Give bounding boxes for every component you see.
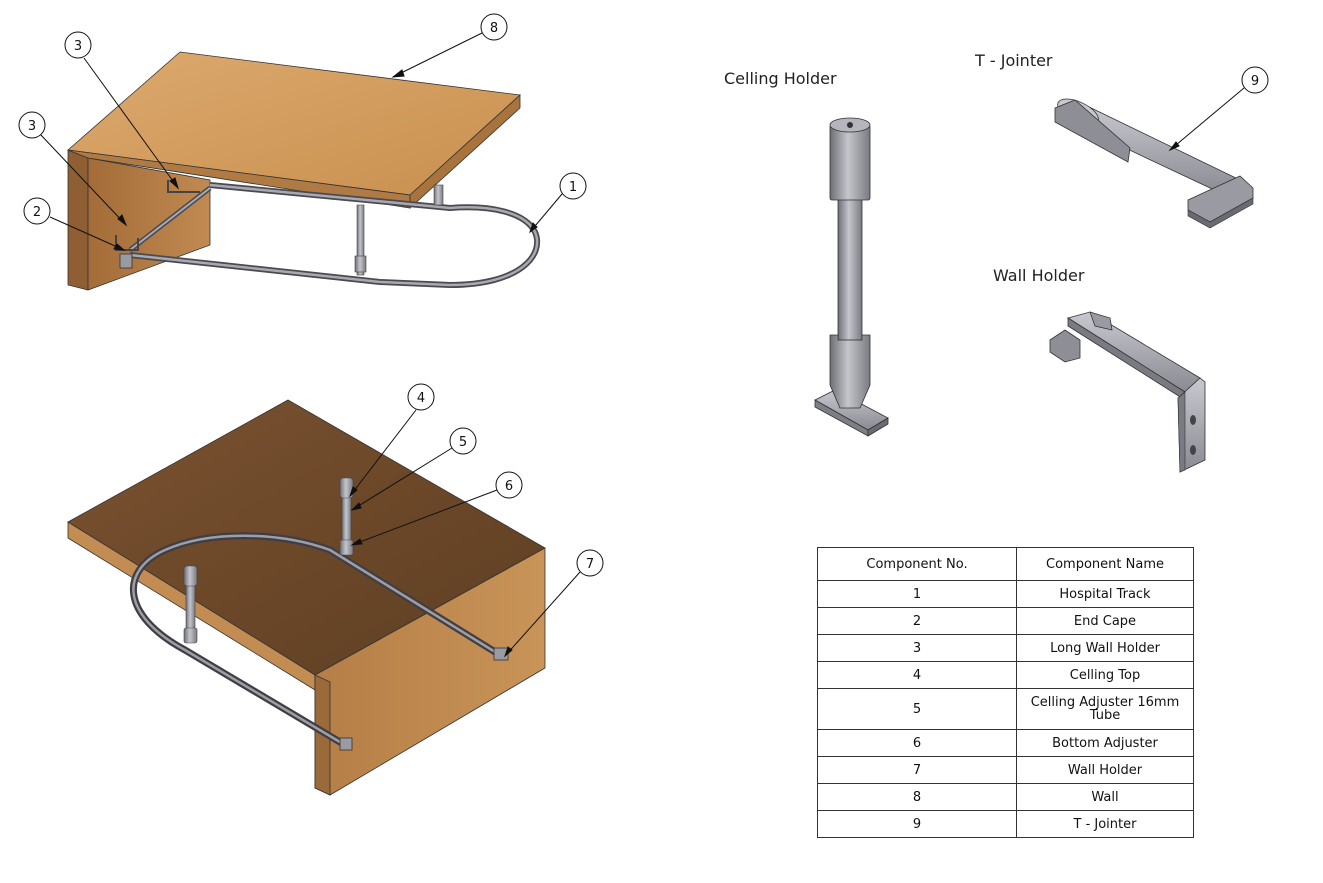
wall-panel [67, 149, 89, 291]
ceiling-holder-lower-sleeve [829, 334, 871, 409]
t-jointer-block-left [1054, 99, 1131, 163]
bom-header-number: Component No. [817, 547, 1017, 581]
bom-cell-name: End Cape [1016, 607, 1194, 635]
bom-cell-name: T - Jointer [1016, 810, 1194, 838]
bom-cell-number: 5 [817, 688, 1017, 730]
balloon-1: 1 [569, 180, 577, 195]
top-assembly-view [67, 51, 541, 291]
bom-cell-name: Long Wall Holder [1016, 634, 1194, 662]
bom-cell-name: Celling Top [1016, 661, 1194, 689]
balloon-3-upper: 3 [74, 39, 82, 54]
bom-cell-name: Wall [1016, 783, 1194, 811]
bom-cell-number: 9 [817, 810, 1017, 838]
bom-cell-name: Wall Holder [1016, 756, 1194, 784]
wall-holder-arm [1067, 311, 1201, 393]
balloon-7: 7 [586, 557, 594, 572]
t-jointer-title: T - Jointer [975, 51, 1053, 70]
bom-cell-number: 1 [817, 580, 1017, 608]
balloon-9: 9 [1251, 74, 1259, 89]
bom-cell-number: 4 [817, 661, 1017, 689]
end-cap [119, 253, 133, 269]
wall-holder-block [1049, 329, 1081, 363]
bom-cell-number: 6 [817, 729, 1017, 757]
wall-holder-title: Wall Holder [993, 266, 1085, 285]
ceiling-holder-part [814, 117, 889, 437]
bom-cell-number: 7 [817, 756, 1017, 784]
balloon-8: 8 [490, 21, 498, 36]
bottom-assembly-view [67, 399, 546, 796]
ceiling-holder-title: Celling Holder [724, 69, 837, 88]
ceiling-holder-upper-sleeve [829, 124, 871, 201]
ceiling-post-top-1 [356, 204, 365, 276]
balloon-labels: 8 3 3 2 1 4 5 6 7 9 [28, 21, 1259, 572]
bom-cell-number: 8 [817, 783, 1017, 811]
bom-header-row: Component No. Component Name [817, 547, 1194, 581]
balloon-callouts [18, 13, 1269, 658]
bom-cell-number: 2 [817, 607, 1017, 635]
bom-cell-name: Celling Adjuster 16mm Tube [1016, 688, 1194, 730]
balloon-4: 4 [417, 391, 425, 406]
wall-holder-hole-2 [1190, 445, 1196, 455]
wall-panel-face [87, 157, 211, 291]
balloon-3-lower: 3 [28, 119, 36, 134]
t-jointer-part [1054, 98, 1254, 229]
bom-cell-number: 3 [817, 634, 1017, 662]
balloon-5: 5 [459, 435, 467, 450]
balloon-6: 6 [505, 479, 513, 494]
bom-cell-name: Bottom Adjuster [1016, 729, 1194, 757]
bom-header-name: Component Name [1016, 547, 1194, 581]
balloon-2: 2 [33, 205, 41, 220]
long-wall-holder-back [167, 180, 200, 193]
bom-cell-name: Hospital Track [1016, 580, 1194, 608]
wall-holder-hole-1 [1190, 415, 1196, 425]
long-wall-holder-left [115, 235, 139, 251]
wall-holder-part [1049, 311, 1206, 473]
ceiling-post-top-2 [433, 184, 444, 206]
ceiling-holder-tube [837, 194, 863, 341]
bottom-adjuster-part [339, 539, 354, 556]
